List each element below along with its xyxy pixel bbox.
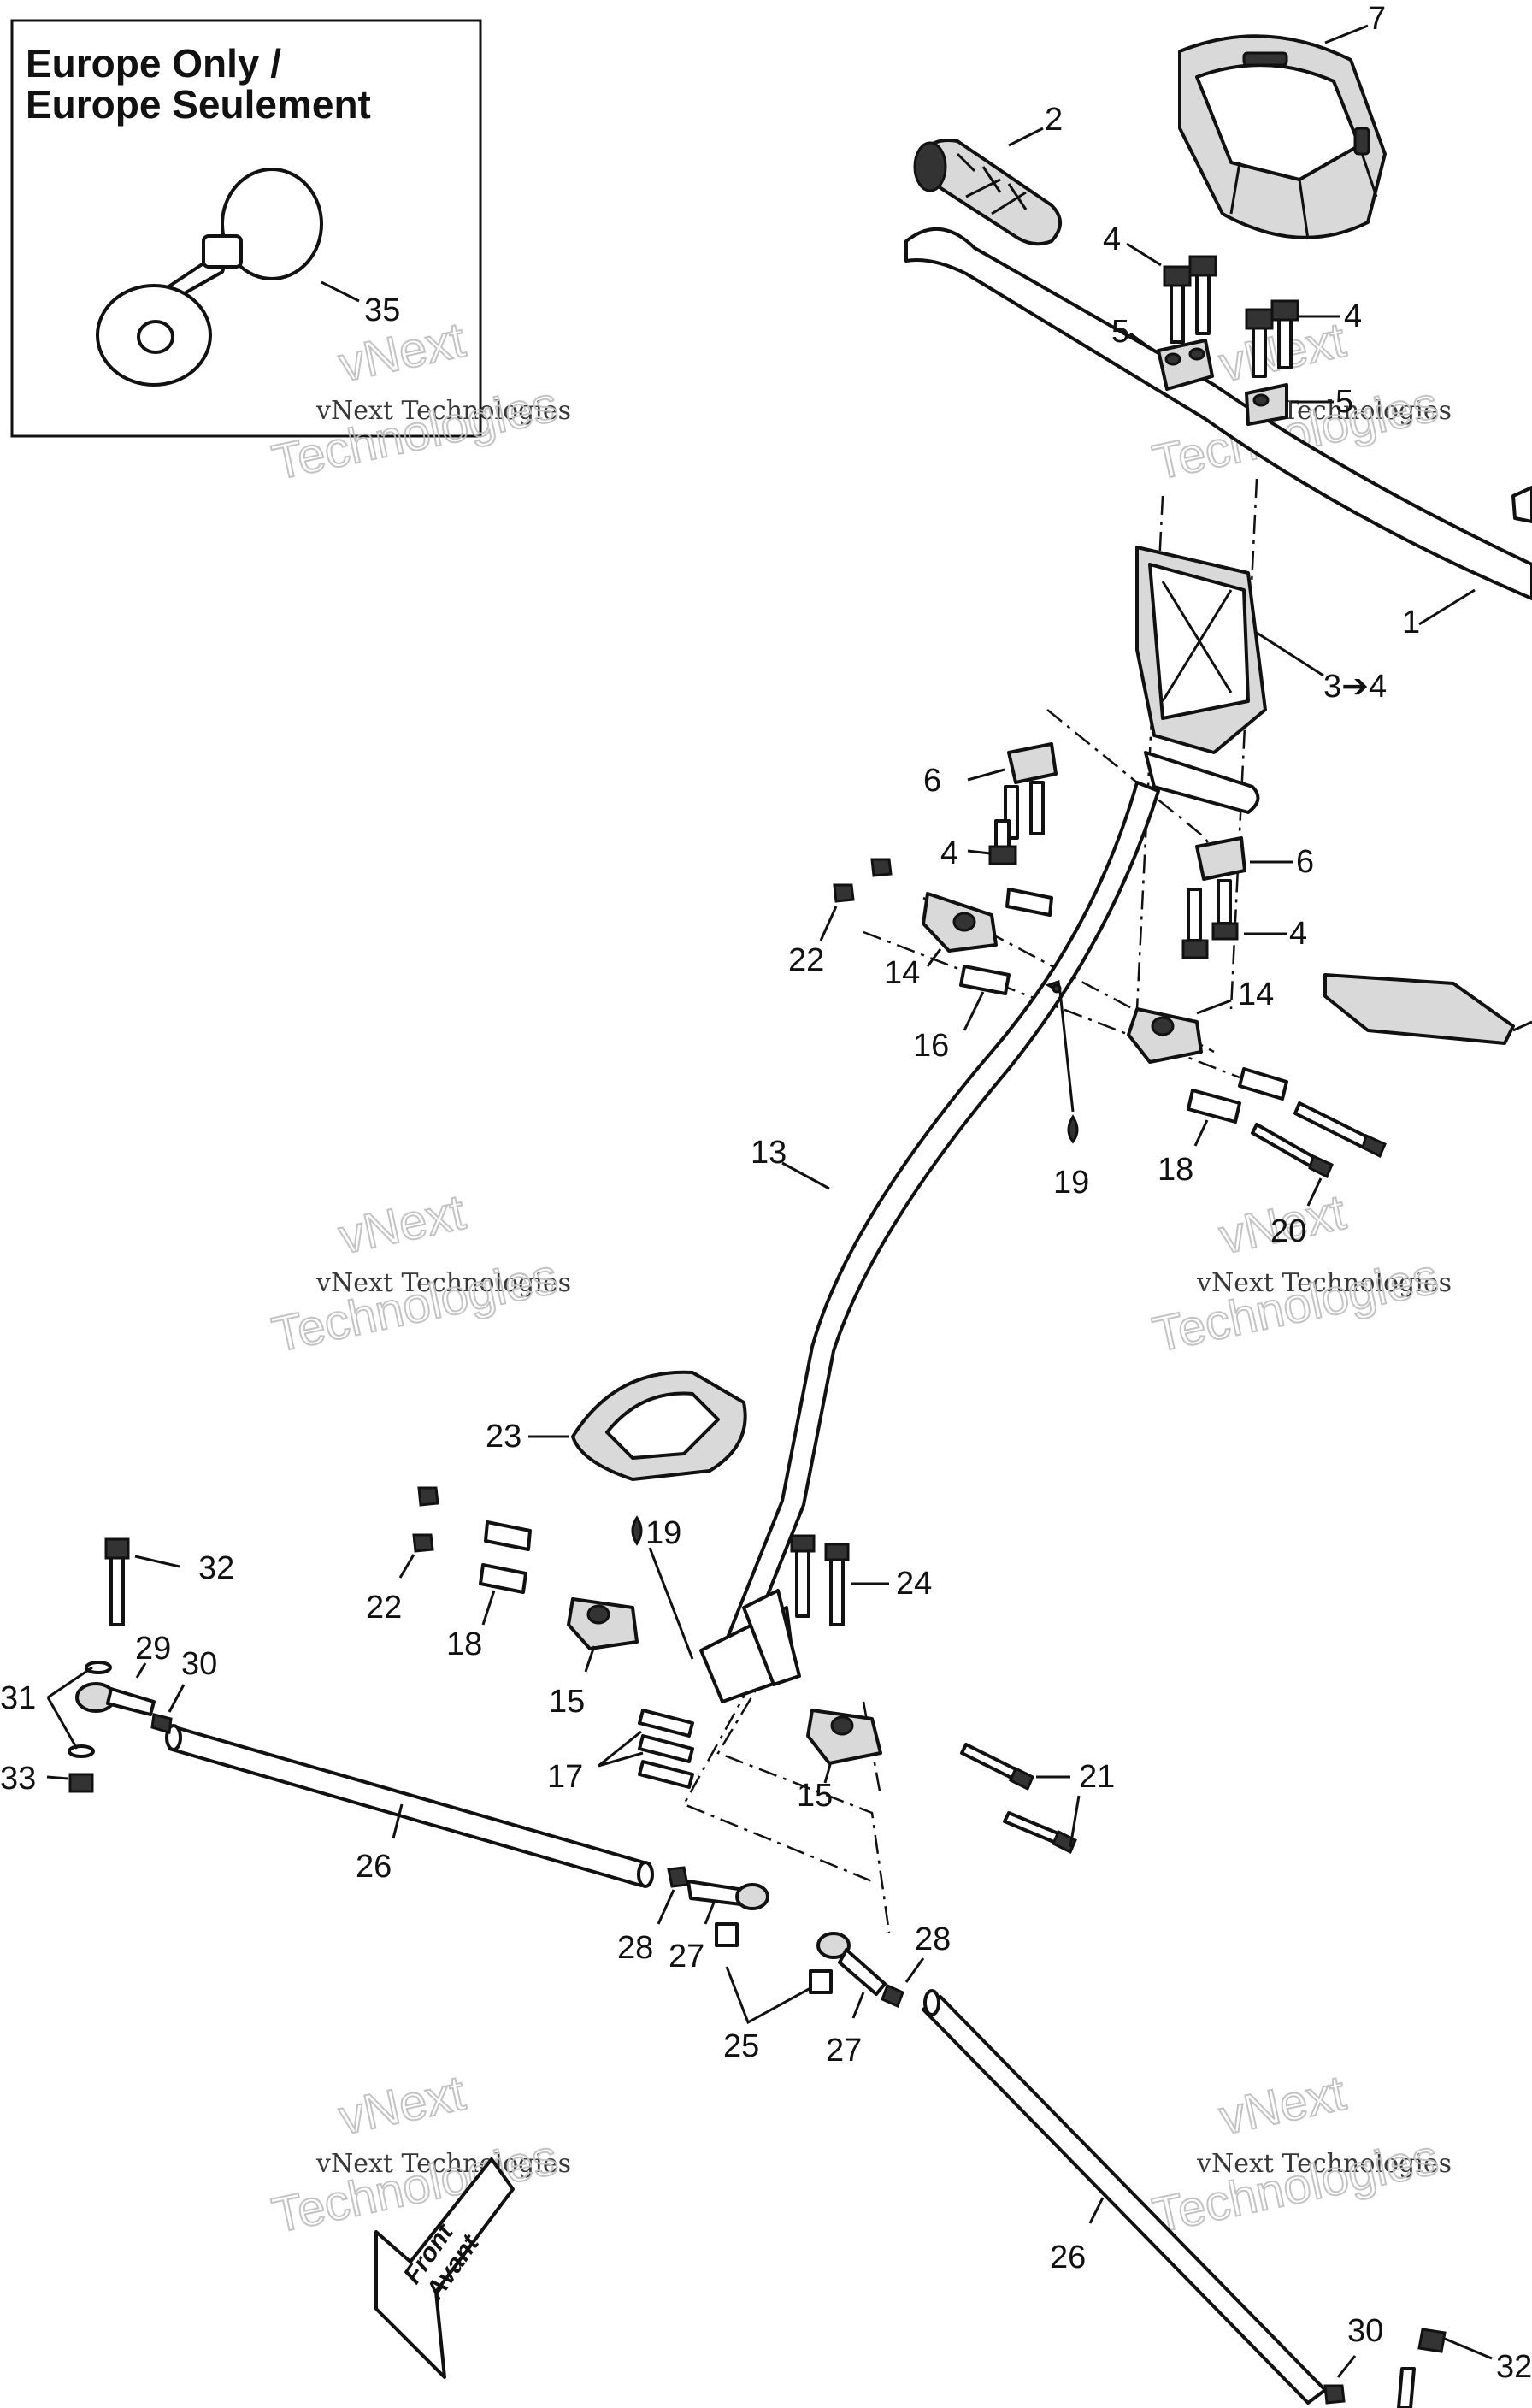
watermark-outline: Technologies xyxy=(268,2129,563,2244)
europe-inset: Europe Only / Europe Seulement 35 xyxy=(10,19,482,438)
callout-6a: 6 xyxy=(923,763,941,799)
callout-5b: 5 xyxy=(1335,384,1353,420)
watermark-text: vNext Technologies xyxy=(315,396,571,426)
callout-3: 3➔4 xyxy=(1323,669,1387,705)
tie-rod-ends: 28 27 25 28 27 xyxy=(617,1866,951,2069)
watermark-text: vNext Technologies xyxy=(1196,2149,1452,2179)
callout-4a: 4 xyxy=(1103,221,1121,257)
callout-21: 21 xyxy=(1079,1759,1115,1795)
callout-18a: 18 xyxy=(1158,1152,1193,1188)
lower-bushings: 22 18 15 17 19 24 15 21 xyxy=(366,1486,1115,1855)
left-ball-joint: 32 29 30 31 33 xyxy=(0,1537,234,1797)
callout-15b: 15 xyxy=(797,1778,833,1814)
middle-clamps: 6 4 6 4 xyxy=(923,742,1314,959)
callout-29: 29 xyxy=(135,1631,171,1667)
callout-1: 1 xyxy=(1402,605,1420,640)
steering-pod: 7 xyxy=(1178,1,1387,240)
callout-27b: 27 xyxy=(826,2033,862,2069)
right-ball-joint: 30 32 xyxy=(1323,2313,1532,2408)
callout-23: 23 xyxy=(486,1419,521,1455)
watermark-outline: vNext xyxy=(334,1184,470,1265)
callout-32b: 32 xyxy=(1496,2349,1532,2385)
callout-22b: 22 xyxy=(366,1590,402,1626)
callout-15a: 15 xyxy=(549,1684,585,1720)
inset-title-line2: Europe Seulement xyxy=(26,82,371,127)
callout-20: 20 xyxy=(1270,1213,1306,1249)
callout-28a: 28 xyxy=(617,1930,653,1966)
callout-28b: 28 xyxy=(915,1921,951,1957)
callout-14b: 14 xyxy=(1238,977,1274,1012)
callout-26b: 26 xyxy=(1050,2240,1086,2275)
mounting-plate xyxy=(1323,973,1532,1045)
handlebar-grip: 2 xyxy=(913,102,1063,246)
callout-4b: 4 xyxy=(1344,298,1362,334)
left-tie-rod: 26 xyxy=(165,1724,654,1888)
callout-31: 31 xyxy=(0,1680,36,1716)
callout-25: 25 xyxy=(723,2028,759,2064)
callout-27a: 27 xyxy=(669,1939,704,1974)
inset-title-line1: Europe Only / xyxy=(26,41,281,86)
watermark-outline: Technologies xyxy=(1148,1248,1443,1363)
watermark-text: vNext Technologies xyxy=(315,2149,571,2179)
callout-22a: 22 xyxy=(788,942,824,978)
callout-24: 24 xyxy=(896,1566,932,1602)
watermark-text: vNext Technologies xyxy=(315,1268,571,1298)
column-cover: 23 xyxy=(486,1370,747,1481)
upper-clamps: 5 5 xyxy=(1111,314,1353,426)
riser-block: 3➔4 xyxy=(1135,546,1387,754)
callout-7: 7 xyxy=(1368,1,1386,37)
callout-14a: 14 xyxy=(884,955,920,991)
callout-17: 17 xyxy=(547,1759,583,1795)
callout-26a: 26 xyxy=(356,1849,392,1885)
callout-13: 13 xyxy=(751,1135,787,1171)
watermark-outline: vNext xyxy=(334,2065,470,2145)
callout-30b: 30 xyxy=(1347,2313,1383,2349)
callout-18b: 18 xyxy=(446,1626,482,1662)
watermark-outline: Technologies xyxy=(268,1248,563,1363)
callout-35: 35 xyxy=(364,292,400,328)
callout-30a: 30 xyxy=(181,1646,217,1682)
callout-6b: 6 xyxy=(1296,844,1314,880)
handlebar: 1 xyxy=(904,227,1532,640)
callout-33: 33 xyxy=(0,1761,36,1797)
callout-32a: 32 xyxy=(198,1550,234,1586)
callout-5a: 5 xyxy=(1111,314,1129,350)
upper-bushings: 22 14 16 19 14 18 20 xyxy=(788,858,1387,1249)
callout-19b: 19 xyxy=(645,1515,681,1551)
callout-19a: 19 xyxy=(1053,1165,1089,1201)
callout-4c: 4 xyxy=(940,835,958,871)
watermark-outline: vNext xyxy=(1215,2065,1351,2145)
callout-16: 16 xyxy=(913,1028,949,1064)
top-bolts: 4 4 xyxy=(1103,221,1362,378)
watermark-outline: Technologies xyxy=(1148,2129,1443,2244)
watermark-text: vNext Technologies xyxy=(1196,1268,1452,1298)
steering-column: 13 xyxy=(699,751,1260,1703)
callout-2: 2 xyxy=(1045,102,1063,138)
callout-4d: 4 xyxy=(1289,916,1307,952)
horn-icon xyxy=(96,168,323,387)
